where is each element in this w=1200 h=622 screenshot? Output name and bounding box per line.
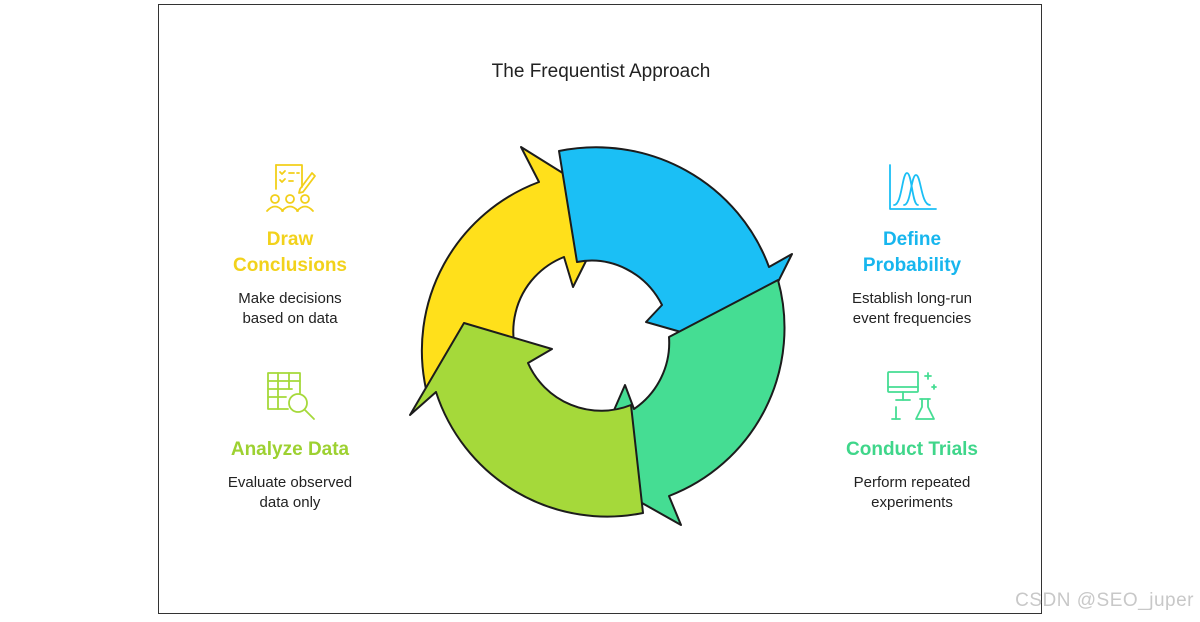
stage-analyze-data: Analyze Data Evaluate observed data only [190, 367, 390, 513]
draw-label-line2: Conclusions [232, 255, 347, 276]
arrow-analyze-data [409, 322, 644, 518]
define-label-line1: Define [882, 229, 942, 250]
draw-desc-line2: based on data [242, 310, 338, 327]
conduct-label-line1: Conduct Trials [846, 439, 978, 460]
stage-draw-conclusions: Draw Conclusions Make decisions based on… [190, 159, 390, 329]
computer-lab-icon [887, 371, 937, 420]
conduct-desc-line1: Perform repeated [853, 474, 971, 491]
conduct-desc-line2: experiments [871, 494, 953, 511]
table-magnifier-icon [267, 372, 315, 420]
stage-conduct-trials: Conduct Trials Perform repeated experime… [812, 367, 1012, 513]
analyze-desc-line2: data only [259, 494, 321, 511]
diagram-title: The Frequentist Approach [491, 61, 711, 82]
watermark: CSDN @SEO_juper [1015, 590, 1194, 611]
draw-label-line1: Draw [266, 229, 314, 250]
cycle-diagram [409, 146, 793, 526]
stage-define-probability: Define Probability Establish long-run ev… [812, 159, 1012, 329]
analyze-label-line1: Analyze Data [230, 439, 350, 460]
analyze-desc-line1: Evaluate observed [227, 474, 353, 491]
arrow-define-probability [558, 146, 793, 351]
distribution-chart-icon [889, 164, 937, 210]
diagram-frame: The Frequentist Approach [158, 4, 1042, 614]
define-label-line2: Probability [862, 255, 962, 276]
checklist-team-icon [266, 164, 316, 212]
draw-desc-line1: Make decisions [238, 290, 342, 307]
define-desc-line1: Establish long-run [851, 290, 973, 307]
define-desc-line2: event frequencies [852, 310, 972, 327]
